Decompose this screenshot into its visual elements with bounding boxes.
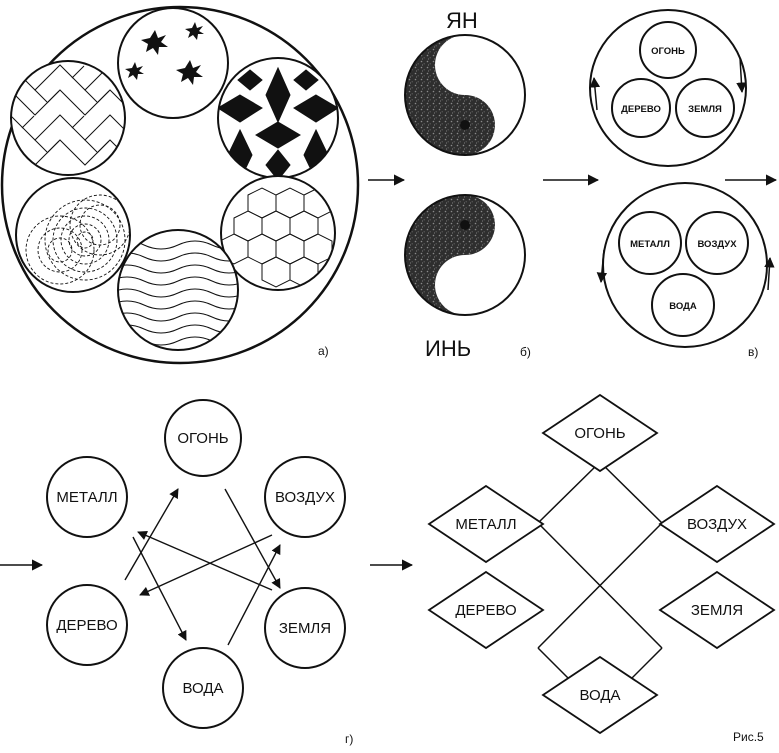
node-vozduh-diamond-label: ВОЗДУХ bbox=[687, 516, 747, 533]
star-icon bbox=[176, 60, 203, 85]
node-ogon-small bbox=[639, 21, 697, 79]
node-vozduh bbox=[264, 456, 346, 538]
edge-metall-voda bbox=[132, 536, 187, 641]
pattern-hexagon-circle bbox=[220, 175, 336, 291]
lattice-line bbox=[537, 461, 601, 524]
node-voda bbox=[162, 647, 244, 729]
star-icon bbox=[141, 30, 168, 55]
node-voda-small-label: ВОДА bbox=[669, 301, 697, 312]
pattern-stars-circle bbox=[117, 7, 229, 119]
yang-label: ЯН bbox=[446, 8, 478, 33]
figure-label: Рис.5 bbox=[733, 730, 764, 744]
cycle-arrow-right-up bbox=[764, 256, 775, 291]
caption-b: б) bbox=[520, 345, 531, 359]
node-ogon-diamond-label: ОГОНЬ bbox=[574, 425, 625, 442]
panel-v: ОГОНЬ ДЕРЕВО ЗЕМЛЯ МЕТАЛЛ ВОЗДУХ ВОДА в) bbox=[589, 9, 775, 359]
node-vozduh-small bbox=[685, 211, 749, 275]
panel-b: ЯН ИНЬ б) bbox=[404, 8, 531, 361]
node-metall-small bbox=[618, 211, 682, 275]
node-voda-diamond bbox=[541, 655, 659, 735]
panel-a: а) bbox=[0, 5, 360, 365]
pattern-brick-circle bbox=[10, 60, 126, 176]
edge-ogon-zemlya bbox=[224, 488, 281, 589]
cycle-top-circle bbox=[589, 9, 747, 167]
node-derevo-diamond bbox=[427, 570, 545, 650]
panel-g: ОГОНЬ МЕТАЛЛ ВОЗДУХ ДЕРЕВО ЗЕМЛЯ ВОДА г) bbox=[46, 399, 353, 746]
cycle-arrow-right-down bbox=[736, 57, 747, 94]
node-ogon-small-label: ОГОНЬ bbox=[651, 46, 685, 57]
edge-vozduh-derevo bbox=[139, 534, 273, 596]
node-metall-diamond-label: МЕТАЛЛ bbox=[455, 516, 516, 533]
node-voda-diamond-label: ВОДА bbox=[579, 687, 620, 704]
node-metall-label: МЕТАЛЛ bbox=[56, 489, 117, 506]
yin-label: ИНЬ bbox=[425, 336, 471, 361]
node-zemlya-small-label: ЗЕМЛЯ bbox=[688, 104, 722, 115]
pattern-arcs-circle bbox=[15, 177, 131, 293]
cycle-arrow-left-up bbox=[589, 76, 601, 111]
outer-circle bbox=[0, 5, 360, 365]
node-zemlya-small bbox=[675, 78, 735, 138]
node-zemlya-diamond-label: ЗЕМЛЯ bbox=[691, 602, 743, 619]
yin-yang-bottom-icon bbox=[404, 194, 526, 316]
pattern-diamond-circle bbox=[217, 57, 339, 179]
node-ogon-label: ОГОНЬ bbox=[177, 430, 228, 447]
node-vozduh-label: ВОЗДУХ bbox=[275, 489, 335, 506]
node-metall bbox=[46, 456, 128, 538]
node-voda-small bbox=[651, 273, 715, 337]
caption-a: а) bbox=[318, 344, 329, 358]
node-zemlya-label: ЗЕМЛЯ bbox=[279, 620, 331, 637]
node-derevo bbox=[46, 584, 128, 666]
star-icon bbox=[125, 62, 144, 80]
node-zemlya-diamond bbox=[658, 570, 776, 650]
node-vozduh-diamond bbox=[658, 484, 776, 564]
node-zemlya bbox=[264, 587, 346, 669]
node-metall-small-label: МЕТАЛЛ bbox=[630, 239, 670, 250]
edge-derevo-ogon bbox=[124, 488, 179, 581]
edge-zemlya-metall bbox=[137, 531, 273, 591]
edge-voda-vozduh bbox=[227, 544, 281, 646]
cycle-arrow-left-down bbox=[596, 249, 608, 284]
node-derevo-diamond-label: ДЕРЕВО bbox=[455, 602, 516, 619]
lattice-line bbox=[537, 522, 663, 649]
panel-d: ОГОНЬ МЕТАЛЛ ВОЗДУХ ДЕРЕВО ЗЕМЛЯ ВОДА Ри… bbox=[427, 393, 776, 744]
lattice-line bbox=[599, 461, 663, 524]
node-derevo-label: ДЕРЕВО bbox=[56, 617, 117, 634]
node-ogon-diamond bbox=[541, 393, 659, 473]
node-derevo-small-label: ДЕРЕВО bbox=[621, 104, 661, 115]
caption-g: г) bbox=[345, 732, 353, 746]
node-metall-diamond bbox=[427, 484, 545, 564]
caption-v: в) bbox=[748, 345, 758, 359]
node-ogon bbox=[164, 399, 242, 477]
node-derevo-small bbox=[611, 78, 671, 138]
yin-yang-top-icon bbox=[404, 34, 526, 156]
node-vozduh-small-label: ВОЗДУХ bbox=[697, 239, 737, 250]
star-icon bbox=[185, 22, 204, 40]
node-voda-label: ВОДА bbox=[182, 680, 223, 697]
